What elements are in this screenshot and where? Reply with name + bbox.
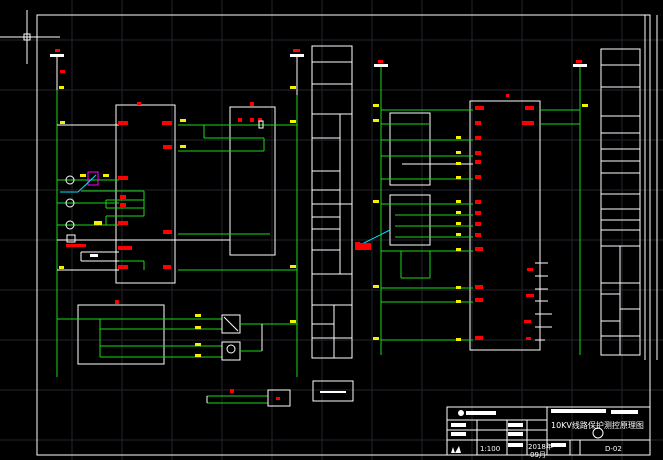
highlight-marker	[87, 171, 99, 186]
right-signal-circuit	[355, 60, 588, 355]
drawing-number: D-02	[605, 445, 622, 453]
drawing-frame	[36, 14, 651, 456]
drawing-date: 2018年	[528, 442, 553, 451]
operation-box	[229, 106, 276, 256]
title-block: 10KV线路保护测控原理图 1:100 2018年 09月 D-02	[446, 406, 651, 459]
protection-device-box	[115, 104, 176, 284]
measurement-circuit	[57, 300, 354, 407]
right-legend-table	[600, 15, 658, 360]
drawing-scale: 1:100	[480, 445, 500, 453]
drawing-month: 09月	[530, 451, 546, 459]
middle-legend-table	[311, 45, 353, 359]
drawing-title: 10KV线路保护测控原理图	[551, 420, 644, 430]
left-control-circuit	[50, 49, 304, 377]
crosshair-cursor	[0, 10, 60, 64]
